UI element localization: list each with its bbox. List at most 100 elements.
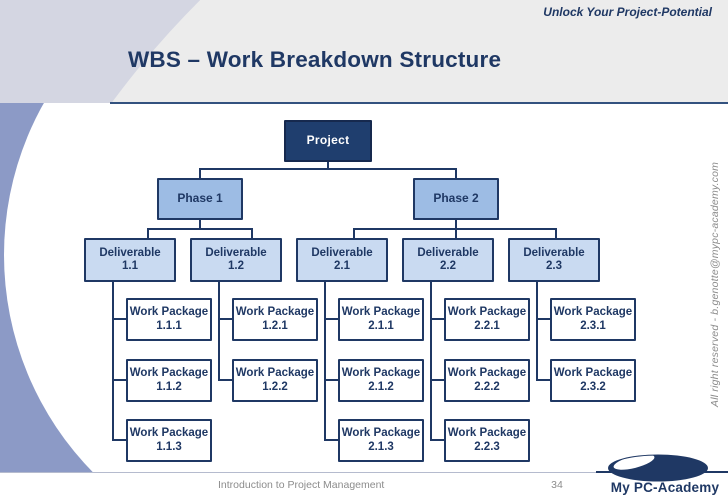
connector [538,379,550,381]
work-package-number: 1.2.2 [262,380,288,393]
connector [555,228,557,240]
deliverable-label: Deliverable [205,246,267,259]
connector [147,228,253,230]
work-package-number: 2.3.1 [580,319,606,332]
node-work-package-2-2-1: Work Package 2.2.1 [444,298,530,341]
node-phase-2: Phase 2 [413,178,499,220]
node-deliverable-2-2: Deliverable 2.2 [402,238,494,282]
work-package-label: Work Package [129,367,209,379]
project-label: Project [306,133,350,148]
work-package-label: Work Package [447,367,527,379]
node-work-package-1-1-3: Work Package 1.1.3 [126,419,212,462]
connector [147,228,149,240]
connector [199,220,201,230]
work-package-label: Work Package [553,306,633,318]
connector [114,379,126,381]
node-project: Project [284,120,372,162]
connector [432,379,444,381]
work-package-number: 1.2.1 [262,319,288,332]
connector [326,439,338,441]
footer-page-number: 34 [551,479,563,491]
connector [432,439,444,441]
work-package-number: 2.3.2 [580,380,606,393]
deliverable-number: 2.1 [334,260,350,272]
content-divider [110,102,728,104]
node-deliverable-2-3: Deliverable 2.3 [508,238,600,282]
phase-label: Phase 1 [177,191,223,206]
node-work-package-1-1-1: Work Package 1.1.1 [126,298,212,341]
work-package-number: 2.2.2 [474,380,500,393]
connector [327,162,329,170]
deliverable-label: Deliverable [523,246,585,259]
deliverable-label: Deliverable [417,246,479,259]
work-package-number: 2.1.1 [368,319,394,332]
node-work-package-1-2-2: Work Package 1.2.2 [232,359,318,402]
connector [326,379,338,381]
node-work-package-2-1-1: Work Package 2.1.1 [338,298,424,341]
node-deliverable-1-2: Deliverable 1.2 [190,238,282,282]
connector [199,168,457,170]
connector [536,282,538,381]
slide-title: WBS – Work Breakdown Structure [128,47,502,72]
connector [218,282,220,381]
deliverable-label: Deliverable [99,246,161,259]
work-package-label: Work Package [129,306,209,318]
connector [324,282,326,441]
work-package-label: Work Package [129,427,209,439]
deliverable-number: 1.2 [228,260,244,272]
node-phase-1: Phase 1 [157,178,243,220]
work-package-label: Work Package [341,367,421,379]
node-deliverable-1-1: Deliverable 1.1 [84,238,176,282]
connector [114,439,126,441]
footer-divider [0,472,728,473]
work-package-label: Work Package [447,306,527,318]
deliverable-number: 2.2 [440,260,456,272]
connector [430,282,432,441]
work-package-number: 1.1.2 [156,380,182,393]
phase-label: Phase 2 [433,191,479,206]
connector [353,228,355,240]
connector [220,379,232,381]
work-package-number: 2.1.2 [368,380,394,393]
connector [199,168,201,180]
node-work-package-2-2-2: Work Package 2.2.2 [444,359,530,402]
work-package-number: 2.1.3 [368,440,394,453]
connector [114,318,126,320]
connector [455,220,457,240]
deliverable-number: 2.3 [546,260,562,272]
logo-text: My PC-Academy [610,480,720,495]
connector [353,228,557,230]
work-package-label: Work Package [235,306,315,318]
footer-course-title: Introduction to Project Management [218,479,385,491]
header-tagline: Unlock Your Project-Potential [543,5,712,19]
work-package-label: Work Package [341,427,421,439]
copyright-watermark: All right reserved - b.genotte@mypc-acad… [709,161,721,407]
node-deliverable-2-1: Deliverable 2.1 [296,238,388,282]
node-work-package-2-2-3: Work Package 2.2.3 [444,419,530,462]
node-work-package-1-1-2: Work Package 1.1.2 [126,359,212,402]
logo-swoosh [613,455,655,470]
node-work-package-2-3-2: Work Package 2.3.2 [550,359,636,402]
deliverable-label: Deliverable [311,246,373,259]
work-package-number: 2.2.3 [474,440,500,453]
connector [326,318,338,320]
connector [432,318,444,320]
work-package-number: 1.1.3 [156,440,182,453]
connector [220,318,232,320]
work-package-label: Work Package [447,427,527,439]
connector [112,282,114,441]
mypc-academy-logo-icon [608,454,708,482]
work-package-number: 2.2.1 [474,319,500,332]
work-package-label: Work Package [341,306,421,318]
work-package-number: 1.1.1 [156,319,182,332]
connector [251,228,253,240]
deliverable-number: 1.1 [122,260,138,272]
connector [455,168,457,180]
node-work-package-2-1-2: Work Package 2.1.2 [338,359,424,402]
connector [538,318,550,320]
node-work-package-2-1-3: Work Package 2.1.3 [338,419,424,462]
node-work-package-2-3-1: Work Package 2.3.1 [550,298,636,341]
node-work-package-1-2-1: Work Package 1.2.1 [232,298,318,341]
